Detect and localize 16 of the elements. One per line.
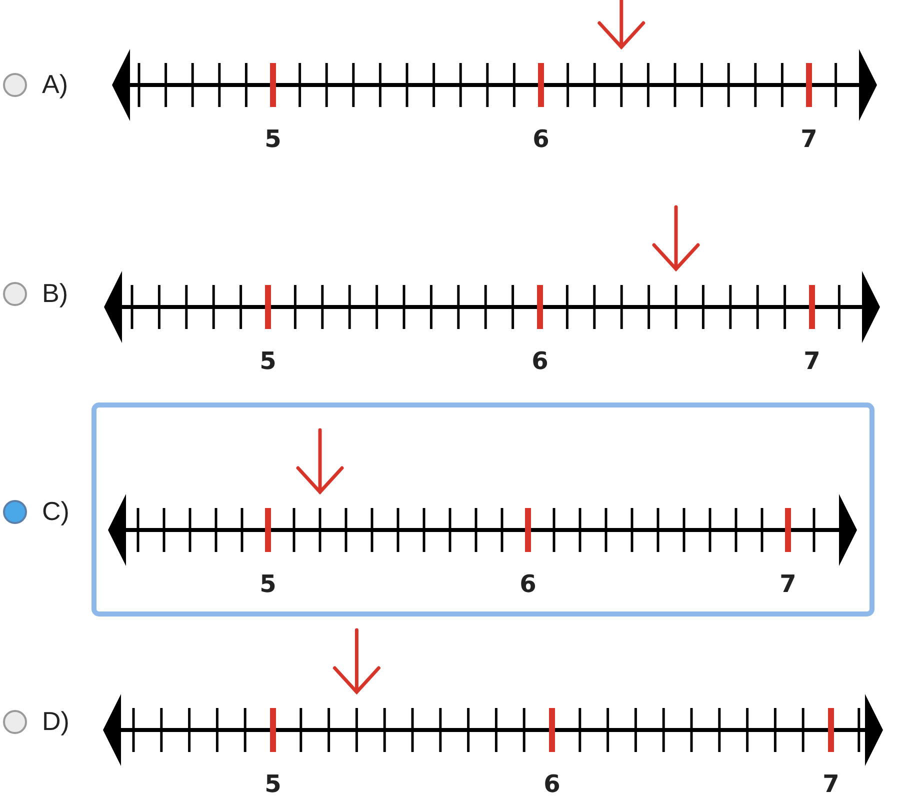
tick-label: 6 bbox=[532, 125, 550, 153]
tick-label: 5 bbox=[260, 347, 276, 375]
tick-label: 7 bbox=[822, 770, 840, 798]
tick-label: 5 bbox=[264, 770, 282, 798]
tick-label: 7 bbox=[800, 125, 818, 153]
tick-label: 7 bbox=[804, 347, 820, 375]
option-label: C) bbox=[42, 496, 70, 527]
option-label: D) bbox=[42, 706, 70, 737]
tick-label: 6 bbox=[520, 570, 536, 598]
tick-label: 5 bbox=[264, 125, 282, 153]
tick-label: 7 bbox=[780, 570, 796, 598]
tick-label: 5 bbox=[260, 570, 276, 598]
tick-label: 6 bbox=[532, 347, 548, 375]
option-label: B) bbox=[42, 278, 68, 309]
option-label: A) bbox=[42, 69, 68, 100]
tick-label: 6 bbox=[544, 770, 560, 798]
